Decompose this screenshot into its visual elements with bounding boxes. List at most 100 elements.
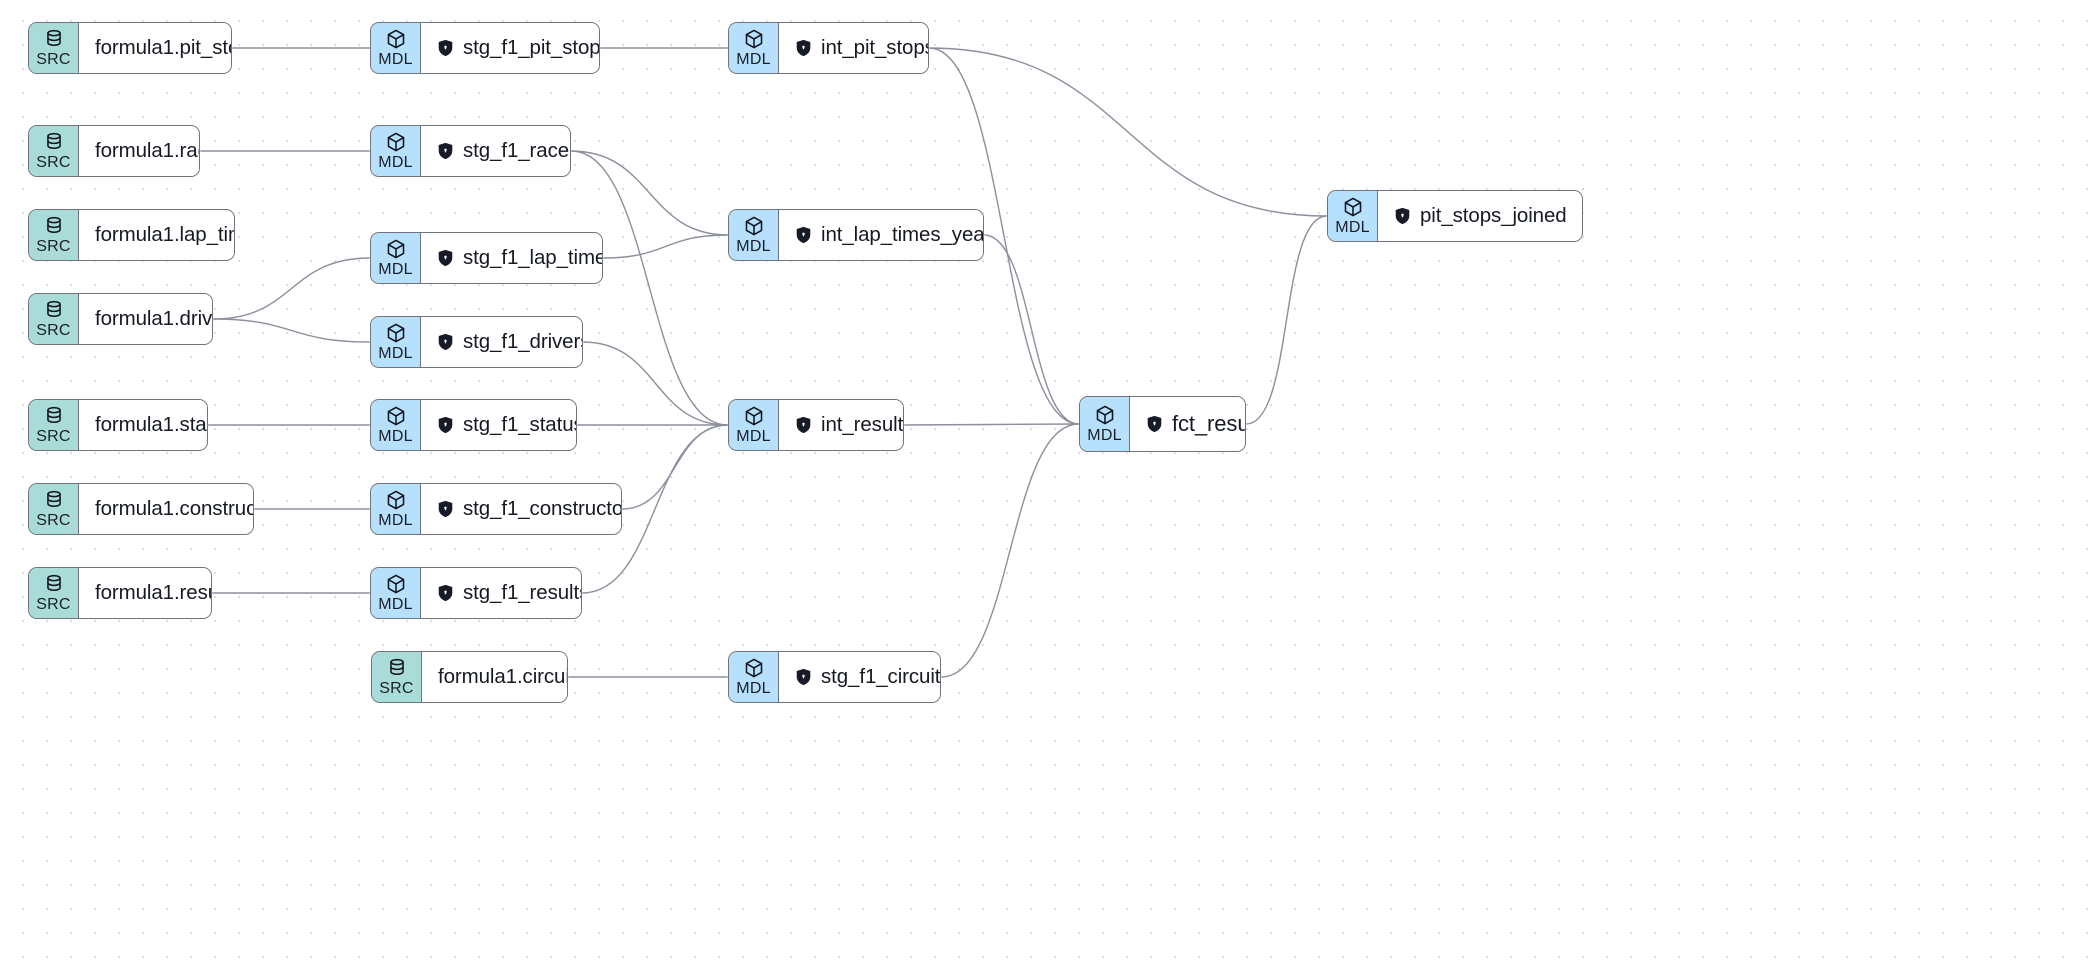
node-body[interactable]: stg_f1_lap_times: [421, 233, 602, 283]
node-body[interactable]: pit_stops_joined: [1378, 191, 1582, 241]
node-label: formula1.results: [95, 580, 211, 604]
badge-label: MDL: [378, 428, 413, 445]
node-body[interactable]: formula1.circuits: [422, 652, 567, 702]
cube-icon: [385, 131, 407, 153]
badge-label: MDL: [378, 154, 413, 171]
node-body[interactable]: formula1.pit_stops: [79, 23, 231, 73]
graph-node-int_results[interactable]: MDL int_results: [728, 399, 904, 451]
shield-lock-icon: [437, 584, 454, 602]
graph-node-src_circuits[interactable]: SRC formula1.circuits: [371, 651, 568, 703]
badge-label: MDL: [378, 345, 413, 362]
node-label: formula1.races: [95, 138, 199, 162]
graph-node-int_lap_times_years[interactable]: MDL int_lap_times_years: [728, 209, 984, 261]
node-label: stg_f1_circuits: [821, 664, 941, 688]
cube-icon: [743, 405, 765, 427]
graph-node-src_status[interactable]: SRC formula1.status: [28, 399, 208, 451]
shield-lock-icon: [795, 226, 812, 244]
node-body[interactable]: formula1.drivers: [79, 294, 212, 344]
model-type-badge: MDL: [1328, 191, 1378, 241]
graph-edge: [212, 257, 371, 320]
graph-node-src_pit_stops[interactable]: SRC formula1.pit_stops: [28, 22, 232, 74]
database-icon: [43, 573, 65, 595]
graph-node-stg_drivers[interactable]: MDL stg_f1_drivers: [370, 316, 583, 368]
node-body[interactable]: stg_f1_drivers: [421, 317, 582, 367]
badge-label: MDL: [736, 238, 771, 255]
graph-node-src_races[interactable]: SRC formula1.races: [28, 125, 200, 177]
cube-icon: [1094, 404, 1116, 426]
node-body[interactable]: stg_f1_races: [421, 126, 570, 176]
node-label: fct_results: [1172, 411, 1246, 436]
graph-edge: [1245, 215, 1328, 425]
graph-edge: [570, 150, 729, 236]
graph-node-stg_circuits[interactable]: MDL stg_f1_circuits: [728, 651, 941, 703]
node-label: int_results: [821, 412, 904, 436]
source-type-badge: SRC: [29, 210, 79, 260]
graph-node-fct_results[interactable]: MDL fct_results: [1079, 396, 1246, 452]
model-type-badge: MDL: [371, 126, 421, 176]
model-type-badge: MDL: [729, 652, 779, 702]
node-body[interactable]: formula1.constructors: [79, 484, 253, 534]
node-body[interactable]: stg_f1_pit_stops: [421, 23, 599, 73]
node-body[interactable]: formula1.races: [79, 126, 199, 176]
node-body[interactable]: fct_results: [1130, 397, 1246, 451]
node-body[interactable]: stg_f1_results: [421, 568, 582, 618]
node-body[interactable]: int_lap_times_years: [779, 210, 983, 260]
graph-node-stg_status[interactable]: MDL stg_f1_status: [370, 399, 577, 451]
cube-icon: [743, 28, 765, 50]
source-type-badge: SRC: [372, 652, 422, 702]
badge-label: SRC: [36, 238, 71, 255]
graph-node-stg_lap_times[interactable]: MDL stg_f1_lap_times: [370, 232, 603, 284]
shield-lock-icon: [437, 416, 454, 434]
node-body[interactable]: formula1.lap_times: [79, 210, 234, 260]
source-type-badge: SRC: [29, 23, 79, 73]
node-label: formula1.status: [95, 412, 207, 436]
source-type-badge: SRC: [29, 126, 79, 176]
node-body[interactable]: formula1.status: [79, 400, 207, 450]
badge-label: SRC: [379, 680, 414, 697]
node-label: stg_f1_results: [463, 580, 582, 604]
graph-node-stg_constructors[interactable]: MDL stg_f1_constructors: [370, 483, 622, 535]
graph-node-int_pit_stops[interactable]: MDL int_pit_stops: [728, 22, 929, 74]
graph-edge: [928, 47, 1328, 217]
database-icon: [43, 131, 65, 153]
node-body[interactable]: int_results: [779, 400, 904, 450]
badge-label: MDL: [1087, 427, 1122, 444]
model-type-badge: MDL: [729, 23, 779, 73]
badge-label: MDL: [378, 51, 413, 68]
node-label: stg_f1_status: [463, 412, 577, 436]
graph-node-src_lap_times[interactable]: SRC formula1.lap_times: [28, 209, 235, 261]
model-type-badge: MDL: [729, 400, 779, 450]
source-type-badge: SRC: [29, 400, 79, 450]
cube-icon: [385, 489, 407, 511]
node-label: stg_f1_constructors: [463, 496, 622, 520]
node-body[interactable]: stg_f1_constructors: [421, 484, 622, 534]
shield-lock-icon: [1146, 415, 1163, 433]
model-type-badge: MDL: [371, 400, 421, 450]
graph-node-src_results[interactable]: SRC formula1.results: [28, 567, 212, 619]
graph-edge: [602, 234, 729, 259]
graph-edge: [903, 423, 1080, 426]
model-type-badge: MDL: [729, 210, 779, 260]
database-icon: [43, 299, 65, 321]
badge-label: SRC: [36, 428, 71, 445]
cube-icon: [385, 405, 407, 427]
graph-node-stg_pit_stops[interactable]: MDL stg_f1_pit_stops: [370, 22, 600, 74]
shield-lock-icon: [437, 500, 454, 518]
graph-node-stg_races[interactable]: MDL stg_f1_races: [370, 125, 571, 177]
node-body[interactable]: formula1.results: [79, 568, 211, 618]
graph-node-stg_results[interactable]: MDL stg_f1_results: [370, 567, 582, 619]
badge-label: SRC: [36, 154, 71, 171]
node-label: formula1.pit_stops: [95, 35, 231, 59]
node-body[interactable]: int_pit_stops: [779, 23, 928, 73]
node-body[interactable]: stg_f1_status: [421, 400, 577, 450]
node-body[interactable]: stg_f1_circuits: [779, 652, 941, 702]
badge-label: MDL: [1335, 219, 1370, 236]
shield-lock-icon: [437, 249, 454, 267]
graph-node-pit_stops_joined[interactable]: MDL pit_stops_joined: [1327, 190, 1583, 242]
model-type-badge: MDL: [371, 317, 421, 367]
source-type-badge: SRC: [29, 568, 79, 618]
